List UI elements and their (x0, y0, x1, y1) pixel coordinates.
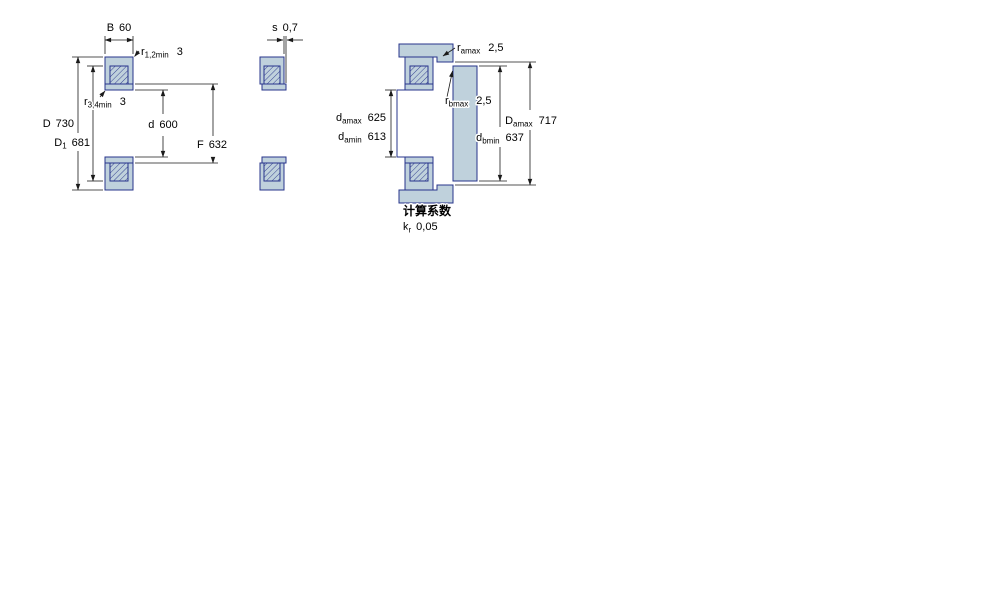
roller-top (263, 65, 281, 85)
abutment-collar-section (452, 65, 478, 182)
inner-ring-top-section (261, 83, 287, 91)
leader-line (99, 90, 106, 98)
housing-bottom-section (398, 184, 454, 204)
roller-bottom (263, 162, 281, 182)
leader-line (446, 70, 454, 98)
dim-d (135, 89, 168, 158)
dim-da (385, 89, 396, 158)
leader-line (442, 47, 456, 57)
dim-F (135, 83, 218, 164)
dim-db (479, 65, 507, 182)
shaft-shoulder-contour (396, 89, 405, 158)
calc-heading: 计算系数 (403, 203, 452, 218)
bearing-section (104, 56, 134, 191)
dim-s (267, 36, 303, 83)
dim-D1 (87, 65, 103, 182)
bearing-section (404, 56, 434, 191)
inner-ring-bottom-section (261, 156, 287, 164)
dim-D (72, 56, 103, 191)
leader-line (134, 50, 141, 57)
outer-ring-bottom-section (259, 162, 285, 191)
dim-Da (455, 61, 536, 186)
dim-B (104, 36, 134, 54)
housing-top-section (398, 43, 454, 63)
